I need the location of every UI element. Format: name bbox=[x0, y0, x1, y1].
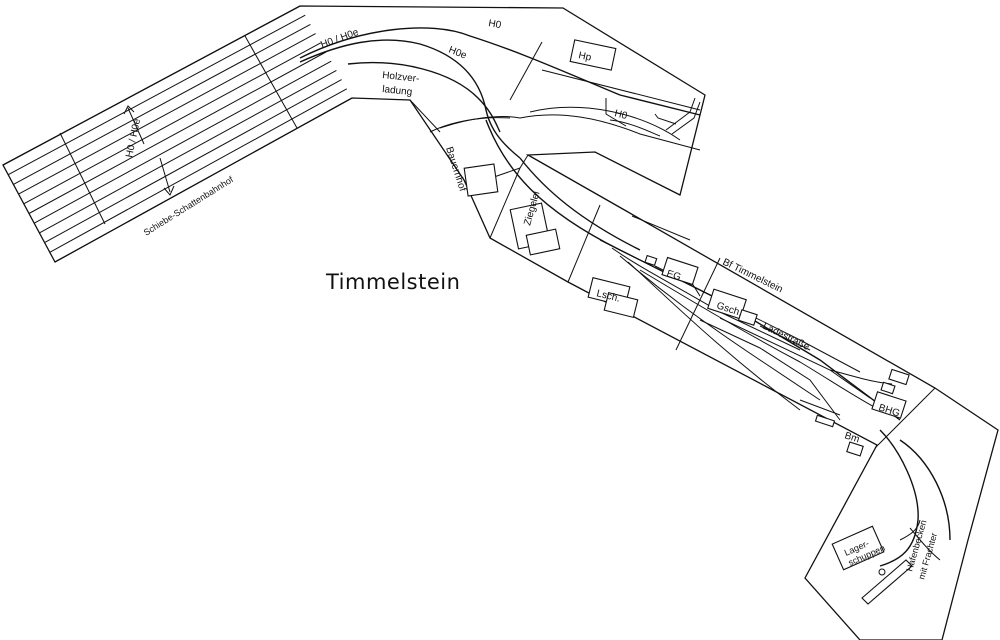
staging-track bbox=[23, 42, 322, 205]
staging-track bbox=[7, 14, 306, 176]
label-holzverladung-1: Holzver- bbox=[382, 70, 420, 85]
label-bm: Bm bbox=[843, 430, 861, 445]
staging-track bbox=[13, 23, 311, 185]
module-dividers bbox=[409, 41, 936, 449]
staging-track bbox=[28, 51, 327, 214]
label-hp: Hp bbox=[577, 50, 592, 64]
staging-track bbox=[33, 60, 332, 224]
label-h0-right: H0 bbox=[613, 108, 628, 122]
staging-track bbox=[54, 97, 353, 263]
staging-track bbox=[49, 88, 348, 253]
label-h0-top: H0 bbox=[487, 18, 502, 31]
label-eg: EG bbox=[665, 268, 682, 283]
buildings bbox=[463, 39, 913, 605]
staging-track bbox=[44, 79, 342, 244]
staging-track bbox=[39, 69, 337, 234]
plan-title: Timmelstein bbox=[325, 270, 460, 294]
staging-track bbox=[18, 33, 316, 195]
staging-track bbox=[2, 5, 301, 166]
label-holzverladung-2: ladung bbox=[382, 84, 413, 98]
